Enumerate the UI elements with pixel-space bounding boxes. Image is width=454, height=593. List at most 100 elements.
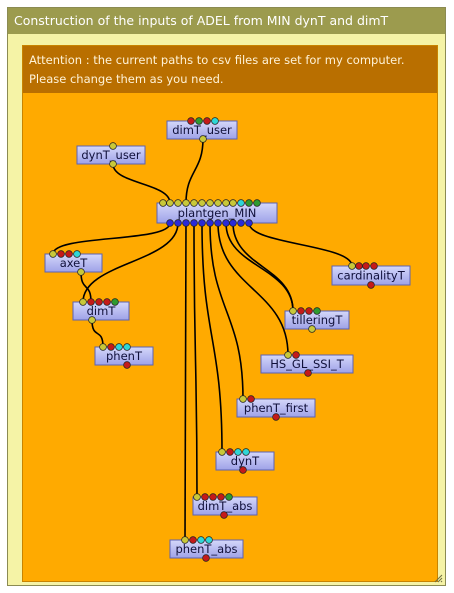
input-port-axeT-0[interactable]: [49, 250, 57, 258]
input-port-plantgen_MIN-3[interactable]: [182, 199, 190, 207]
input-port-dimT-0[interactable]: [79, 298, 87, 306]
input-port-dynT-3[interactable]: [242, 448, 250, 456]
input-port-dimT_user-2[interactable]: [203, 117, 211, 125]
input-port-plantgen_MIN-7[interactable]: [214, 199, 222, 207]
input-port-tilleringT-0[interactable]: [289, 307, 297, 315]
node-dimT_user[interactable]: dimT_user: [166, 117, 238, 143]
output-port-dimT_user-0[interactable]: [199, 135, 207, 143]
input-port-phenT_first-1[interactable]: [247, 395, 255, 403]
resize-grip-icon[interactable]: [434, 574, 443, 583]
output-port-phenT_abs-0[interactable]: [202, 554, 210, 562]
input-port-dimT_abs-4[interactable]: [225, 493, 233, 501]
output-port-dynT_user-0[interactable]: [109, 160, 117, 168]
input-port-plantgen_MIN-12[interactable]: [253, 199, 261, 207]
node-dimT_abs[interactable]: dimT_abs: [192, 493, 258, 519]
edge-plantgen_MIN-to-axeT[interactable]: [52, 222, 171, 255]
edge-plantgen_MIN-to-phenT_first[interactable]: [209, 222, 244, 400]
output-port-plantgen_MIN-3[interactable]: [190, 219, 198, 227]
input-port-dimT-1[interactable]: [87, 298, 95, 306]
node-dynT[interactable]: dynT: [215, 448, 275, 474]
edge-plantgen_MIN-to-tilleringT[interactable]: [232, 222, 294, 312]
input-port-plantgen_MIN-4[interactable]: [190, 199, 198, 207]
input-port-dynT_user-0[interactable]: [109, 142, 117, 150]
input-port-plantgen_MIN-10[interactable]: [237, 199, 245, 207]
input-port-phenT-3[interactable]: [123, 343, 131, 351]
output-port-plantgen_MIN-10[interactable]: [245, 219, 253, 227]
input-port-plantgen_MIN-1[interactable]: [166, 199, 174, 207]
edge-dimT_user-to-plantgen_MIN[interactable]: [185, 138, 204, 204]
edge-plantgen_MIN-to-phenT_abs[interactable]: [184, 222, 187, 541]
input-port-dimT_user-3[interactable]: [211, 117, 219, 125]
edge-plantgen_MIN-to-dimT[interactable]: [82, 222, 179, 303]
input-port-dimT-2[interactable]: [95, 298, 103, 306]
edge-plantgen_MIN-to-dynT[interactable]: [201, 222, 223, 453]
input-port-dimT_abs-2[interactable]: [209, 493, 217, 501]
output-port-plantgen_MIN-2[interactable]: [182, 219, 190, 227]
input-port-cardinalityT-1[interactable]: [355, 262, 363, 270]
input-port-plantgen_MIN-2[interactable]: [174, 199, 182, 207]
input-port-dimT_user-0[interactable]: [187, 117, 195, 125]
edge-dimT-to-phenT[interactable]: [91, 319, 104, 348]
output-port-plantgen_MIN-6[interactable]: [214, 219, 222, 227]
node-dimT[interactable]: dimT: [72, 298, 130, 324]
output-port-cardinalityT-0[interactable]: [367, 281, 375, 289]
input-port-plantgen_MIN-11[interactable]: [245, 199, 253, 207]
output-port-plantgen_MIN-4[interactable]: [198, 219, 206, 227]
output-port-plantgen_MIN-0[interactable]: [166, 219, 174, 227]
input-port-tilleringT-3[interactable]: [313, 307, 321, 315]
annotation-note[interactable]: Attention : the current paths to csv fil…: [23, 46, 437, 93]
output-port-dimT-0[interactable]: [88, 316, 96, 324]
edge-plantgen_MIN-to-HS_GL_SSI_T[interactable]: [217, 222, 289, 356]
output-port-HS_GL_SSI_T-0[interactable]: [304, 369, 312, 377]
output-port-plantgen_MIN-5[interactable]: [206, 219, 214, 227]
edge-dynT_user-to-plantgen_MIN[interactable]: [112, 163, 171, 204]
group-title[interactable]: Construction of the inputs of ADEL from …: [8, 8, 445, 34]
input-port-cardinalityT-2[interactable]: [362, 262, 370, 270]
output-port-plantgen_MIN-8[interactable]: [229, 219, 237, 227]
node-phenT_abs[interactable]: phenT_abs: [169, 536, 244, 562]
output-port-dynT-0[interactable]: [239, 466, 247, 474]
input-port-axeT-2[interactable]: [65, 250, 73, 258]
input-port-dynT-2[interactable]: [234, 448, 242, 456]
edge-plantgen_MIN-to-tilleringT[interactable]: [225, 222, 294, 312]
edge-axeT-to-dimT[interactable]: [80, 271, 92, 303]
input-port-dimT-3[interactable]: [103, 298, 111, 306]
input-port-phenT_abs-1[interactable]: [189, 536, 197, 544]
node-phenT[interactable]: phenT: [94, 343, 154, 369]
input-port-phenT_abs-2[interactable]: [197, 536, 205, 544]
input-port-phenT-2[interactable]: [115, 343, 123, 351]
input-port-axeT-3[interactable]: [73, 250, 81, 258]
input-port-plantgen_MIN-9[interactable]: [229, 199, 237, 207]
input-port-plantgen_MIN-6[interactable]: [206, 199, 214, 207]
output-port-plantgen_MIN-9[interactable]: [237, 219, 245, 227]
node-cardinalityT[interactable]: cardinalityT: [331, 262, 411, 289]
node-axeT[interactable]: axeT: [44, 250, 103, 276]
node-plantgen_MIN[interactable]: plantgen_MIN: [156, 199, 278, 227]
input-port-plantgen_MIN-8[interactable]: [222, 199, 230, 207]
input-port-dimT_abs-0[interactable]: [193, 493, 201, 501]
input-port-dimT_abs-3[interactable]: [217, 493, 225, 501]
input-port-cardinalityT-0[interactable]: [348, 262, 356, 270]
input-port-dimT-4[interactable]: [111, 298, 119, 306]
edge-plantgen_MIN-to-cardinalityT[interactable]: [248, 222, 353, 267]
output-port-plantgen_MIN-7[interactable]: [222, 219, 230, 227]
node-HS_GL_SSI_T[interactable]: HS_GL_SSI_T: [260, 351, 354, 377]
output-port-axeT-0[interactable]: [77, 268, 85, 276]
input-port-cardinalityT-3[interactable]: [370, 262, 378, 270]
node-tilleringT[interactable]: tilleringT: [284, 307, 350, 333]
input-port-plantgen_MIN-0[interactable]: [159, 199, 167, 207]
output-port-dimT_abs-0[interactable]: [220, 511, 228, 519]
input-port-plantgen_MIN-5[interactable]: [198, 199, 206, 207]
input-port-dynT-1[interactable]: [226, 448, 234, 456]
input-port-axeT-1[interactable]: [57, 250, 65, 258]
node-phenT_first[interactable]: phenT_first: [236, 395, 316, 421]
output-port-plantgen_MIN-1[interactable]: [174, 219, 182, 227]
input-port-phenT-1[interactable]: [107, 343, 115, 351]
input-port-HS_GL_SSI_T-1[interactable]: [292, 351, 300, 359]
input-port-tilleringT-1[interactable]: [297, 307, 305, 315]
node-dynT_user[interactable]: dynT_user: [76, 142, 146, 168]
input-port-dimT_user-1[interactable]: [195, 117, 203, 125]
input-port-phenT_abs-0[interactable]: [181, 536, 189, 544]
input-port-dimT_abs-1[interactable]: [201, 493, 209, 501]
input-port-HS_GL_SSI_T-0[interactable]: [284, 351, 292, 359]
